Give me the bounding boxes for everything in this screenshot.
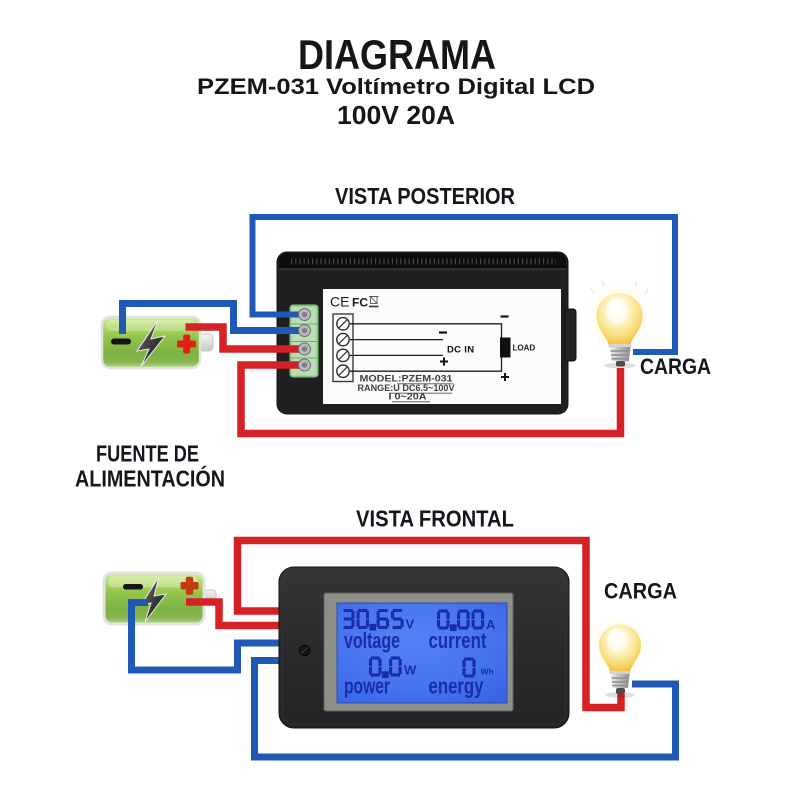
svg-text:LOAD: LOAD [513, 344, 536, 353]
svg-text:100V 20A: 100V 20A [337, 102, 455, 130]
svg-text:VISTA FRONTAL: VISTA FRONTAL [356, 506, 514, 532]
svg-text:CARGA: CARGA [640, 354, 711, 379]
svg-text:W: W [404, 663, 417, 678]
svg-text:PZEM-031 Voltímetro Digital LC: PZEM-031 Voltímetro Digital LCD [197, 74, 595, 99]
svg-text:CE: CE [330, 294, 349, 310]
svg-text:I 0~20A: I 0~20A [389, 392, 427, 402]
svg-text:FC: FC [352, 296, 368, 310]
svg-text:power: power [344, 675, 390, 699]
svg-text:RANGE:U DC6.5~100V: RANGE:U DC6.5~100V [358, 383, 456, 393]
svg-text:CARGA: CARGA [604, 579, 677, 604]
svg-text:energy: energy [429, 675, 485, 699]
svg-text:A: A [486, 617, 496, 632]
svg-text:current: current [429, 629, 487, 653]
svg-text:Wh: Wh [481, 667, 494, 677]
svg-text:V: V [406, 617, 415, 632]
svg-text:DIAGRAMA: DIAGRAMA [298, 31, 496, 78]
svg-text:DC IN: DC IN [447, 345, 474, 356]
svg-text:ALIMENTACIÓN: ALIMENTACIÓN [75, 465, 225, 492]
svg-text:voltage: voltage [344, 629, 400, 653]
svg-text:FUENTE DE: FUENTE DE [96, 441, 199, 467]
svg-text:VISTA POSTERIOR: VISTA POSTERIOR [335, 183, 515, 209]
svg-text:MODEL:PZEM-031: MODEL:PZEM-031 [360, 374, 453, 384]
